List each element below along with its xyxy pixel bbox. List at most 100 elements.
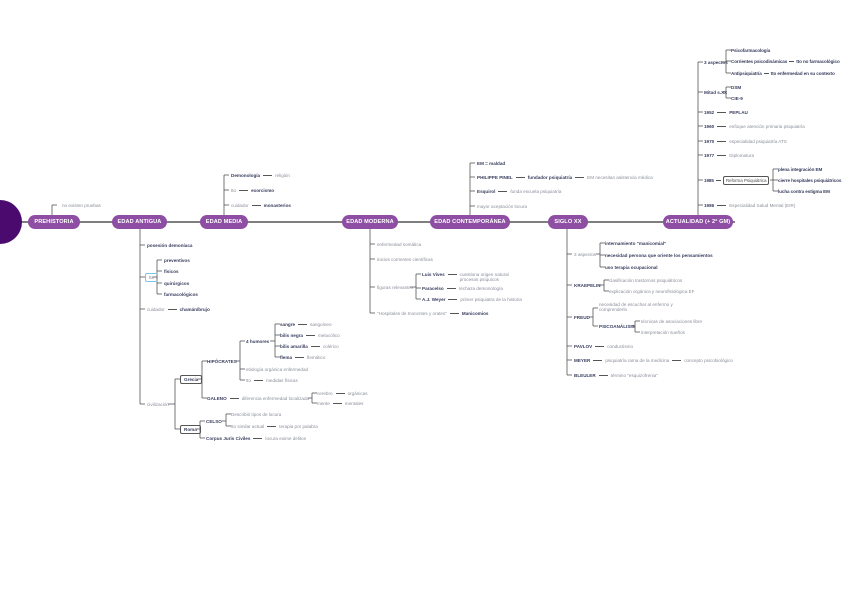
node[interactable]: quirúrgicos xyxy=(164,280,189,287)
node[interactable]: Psicofarmacología xyxy=(731,47,770,54)
node[interactable]: preventivos xyxy=(164,257,190,264)
node-edad-contemporanea[interactable]: EDAD CONTEMPORÁNEA xyxy=(430,215,510,229)
node[interactable]: farmacológicos xyxy=(164,291,198,298)
link xyxy=(167,309,177,310)
node[interactable]: CELSO xyxy=(206,418,222,425)
node-prehistoria[interactable]: PREHISTORIA xyxy=(28,215,80,229)
node-actualidad[interactable]: ACTUALIDAD (+ 2ª GM) xyxy=(663,215,733,229)
node[interactable]: Grecia xyxy=(180,375,203,384)
label: lucha contra estigma EM xyxy=(778,189,830,194)
node[interactable]: Describió tipos de locura xyxy=(231,411,281,418)
label: FREUD xyxy=(574,315,590,320)
label: necesidad de escuchar al enfermo y compr… xyxy=(599,301,673,312)
node[interactable]: 3 aspectos xyxy=(574,251,596,258)
node[interactable]: etiología orgánica enfermedad xyxy=(246,366,308,373)
node[interactable]: CIE-9 xyxy=(731,95,743,102)
label: 4 humores xyxy=(246,339,270,344)
node[interactable]: necesidad de escuchar al enfermo y compr… xyxy=(599,301,674,312)
node[interactable]: explicación orgánica y neurofisiológica … xyxy=(609,288,695,295)
link xyxy=(335,393,345,394)
node[interactable]: no existen pruebas xyxy=(62,202,101,209)
node-edad-moderna[interactable]: EDAD MODERNA xyxy=(342,215,398,229)
node[interactable]: EM = maldad xyxy=(477,160,505,167)
node[interactable]: técnicas de asociaciones libre xyxy=(641,318,702,325)
node[interactable]: Roma xyxy=(180,425,201,434)
label: internamiento "manicomial" xyxy=(605,241,667,246)
label: conductismo xyxy=(607,344,634,349)
node[interactable]: cierre hospitales psiquiátricos xyxy=(778,177,841,184)
node[interactable]: interpretación sueños xyxy=(641,329,685,336)
node[interactable]: lucha contra estigma EM xyxy=(778,188,830,195)
label: cierre hospitales psiquiátricos xyxy=(778,178,842,183)
node[interactable]: necesidad persona que oriente los pensam… xyxy=(605,252,713,259)
label: EM = maldad xyxy=(477,161,506,166)
node[interactable]: mayor aceptación locura xyxy=(477,203,527,210)
node[interactable]: posesión demoníaca xyxy=(147,242,192,249)
node[interactable]: KRAEPELIN xyxy=(574,282,601,289)
label: PHILIPPE PINEL xyxy=(477,175,513,180)
node[interactable]: figuras relevantes xyxy=(377,284,413,291)
link xyxy=(298,324,308,325)
node-edad-media[interactable]: EDAD MEDIA xyxy=(200,215,248,229)
link xyxy=(717,205,727,206)
node[interactable]: tto xyxy=(145,273,159,282)
node[interactable]: enfermedad somática xyxy=(377,241,421,248)
node[interactable]: uso terapia ocupacional xyxy=(605,264,658,271)
root-node[interactable] xyxy=(0,200,22,244)
node[interactable]: FREUD xyxy=(574,314,590,321)
node[interactable]: 4 humores xyxy=(246,338,269,345)
label: HIPÓCRATES xyxy=(207,359,237,364)
node[interactable]: clasificación trastornos psiquiátricos xyxy=(609,277,682,284)
label: rechaza demonología xyxy=(458,286,503,291)
link xyxy=(717,112,727,113)
node[interactable]: HIPÓCRATES xyxy=(207,358,237,365)
node[interactable]: 3 aspectos xyxy=(704,59,728,66)
node[interactable]: PSICOANÁLISIS xyxy=(599,323,635,330)
node[interactable]: "Hospitales de Inocentes y orates"Manico… xyxy=(377,310,488,317)
node[interactable]: inicios corrientes científicas xyxy=(377,256,433,263)
node[interactable]: internamiento "manicomial" xyxy=(605,240,666,247)
label: mente xyxy=(317,401,330,406)
node[interactable]: físicos xyxy=(164,268,179,275)
link xyxy=(267,426,277,427)
node[interactable]: DSM xyxy=(731,84,741,91)
node[interactable]: plena integración EM xyxy=(778,166,822,173)
label: Describió tipos de locura xyxy=(231,412,282,417)
label: término "esquizofrenia" xyxy=(610,373,658,378)
node[interactable]: Mitad s.XX xyxy=(704,89,727,96)
label: GALENO xyxy=(207,396,227,401)
node-edad-antigua[interactable]: EDAD ANTIGUA xyxy=(112,215,167,229)
node-siglo-xx[interactable]: SIGLO XX xyxy=(548,215,588,229)
node[interactable]: civilización xyxy=(147,401,169,408)
